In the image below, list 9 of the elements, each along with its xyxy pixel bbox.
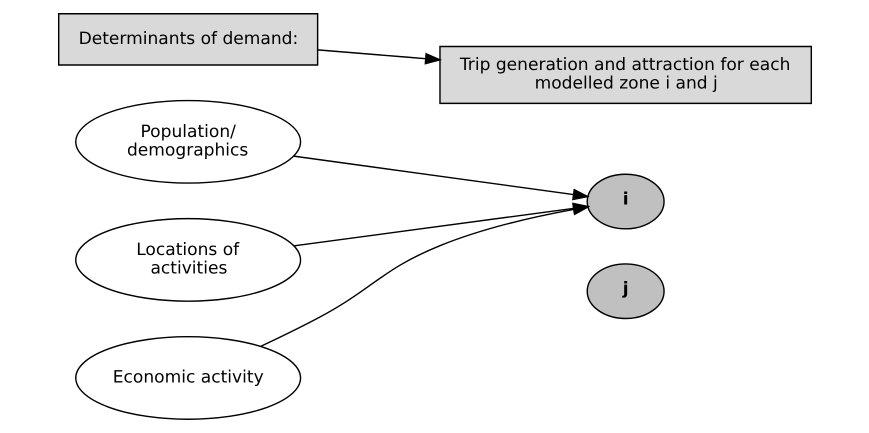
node-ellipse: Locations of activities — [74, 218, 301, 302]
node-ellipse: i — [586, 174, 664, 230]
node-box: Trip generation and attraction for each modelled zone i and j — [438, 46, 812, 104]
node-ellipse: j — [586, 263, 664, 320]
node-box: Determinants of demand: — [57, 13, 318, 66]
arrow — [293, 155, 590, 200]
node-ellipse: Population/ demographics — [74, 100, 301, 184]
arrow — [317, 49, 442, 65]
node-ellipse: Economic activity — [74, 336, 301, 420]
